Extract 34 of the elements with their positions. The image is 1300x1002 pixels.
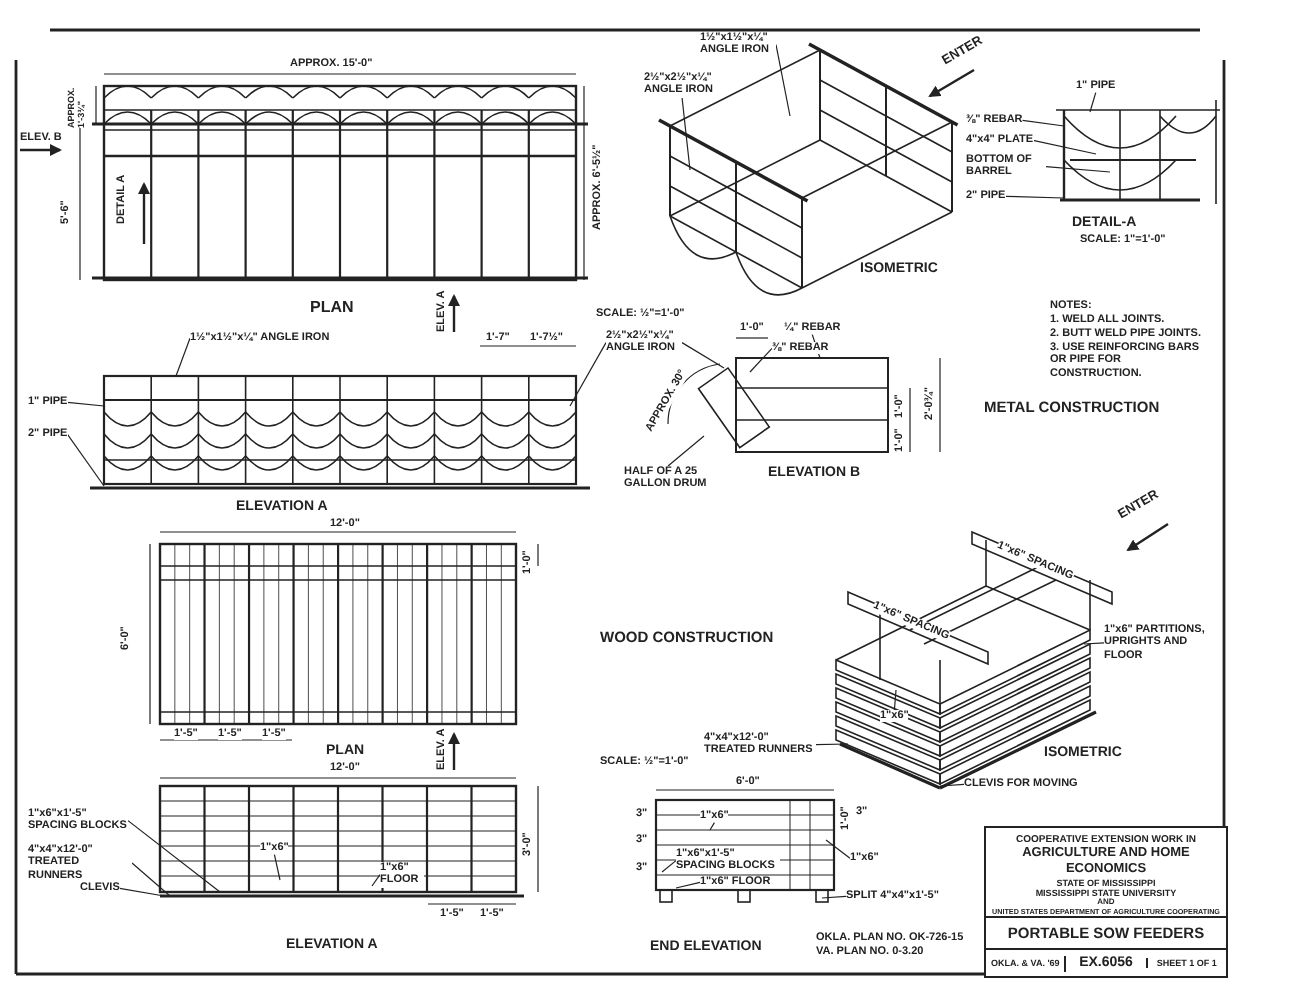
leader-line	[661, 860, 677, 873]
leader-line	[1089, 92, 1097, 113]
leader-line	[1083, 642, 1105, 645]
leader-line	[119, 887, 165, 897]
leader-line	[127, 820, 221, 893]
leader-line	[273, 854, 281, 881]
leader-line	[749, 347, 773, 373]
wood-feeder-end-elevation-drawing	[654, 798, 836, 903]
metal-feeder-end-elevation-drawing	[697, 357, 889, 453]
leader-line	[1032, 139, 1097, 155]
leader-line	[569, 342, 607, 407]
metal-feeder-elevation-drawing	[90, 374, 590, 490]
leader-line	[893, 689, 897, 711]
leader-line	[1021, 119, 1065, 127]
leader-line	[821, 895, 847, 899]
leader-line	[681, 96, 691, 171]
leader-line	[131, 862, 171, 897]
title-block	[984, 826, 1228, 978]
leader-line	[667, 435, 705, 467]
wood-feeder-elevation-drawing	[158, 784, 524, 898]
leader-line	[1045, 166, 1111, 173]
leader-line	[825, 839, 851, 859]
leader-line	[175, 337, 191, 377]
leader-line	[66, 401, 105, 407]
leader-line	[815, 743, 849, 746]
view-title: PLAN	[310, 298, 354, 317]
leader-line	[709, 822, 715, 831]
leader-line	[66, 433, 105, 487]
leader-line	[939, 783, 965, 787]
detail-a-drawing	[1055, 99, 1221, 205]
leader-line	[681, 342, 725, 369]
leader-line	[371, 874, 381, 887]
leader-line	[1004, 195, 1065, 199]
leader-line	[675, 881, 701, 889]
